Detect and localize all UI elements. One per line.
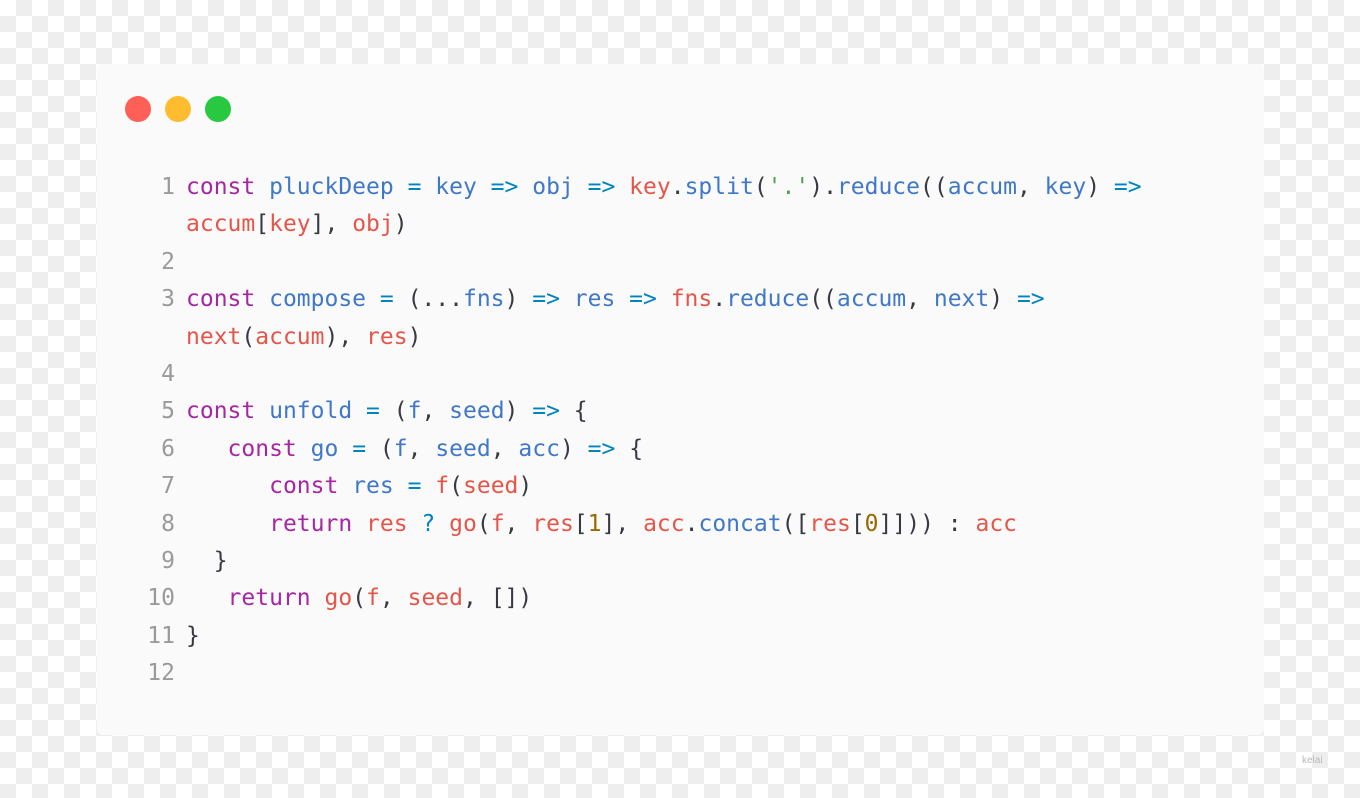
line-number: [127, 206, 175, 243]
code-block: 1 const pluckDeep = key => obj => key.sp…: [127, 169, 1237, 692]
code-line: 4: [127, 356, 1237, 393]
code-line: accum[key], obj): [127, 206, 1237, 243]
line-number: 9: [161, 547, 175, 574]
line-number: 11: [147, 622, 175, 649]
code-line: 7 const res = f(seed): [127, 468, 1237, 505]
code-line: next(accum), res): [127, 319, 1237, 356]
line-number: 8: [161, 510, 175, 537]
minimize-icon[interactable]: [165, 96, 191, 122]
line-number: 3: [161, 286, 175, 313]
code-line: 8 return res ? go(f, res[1], acc.concat(…: [127, 506, 1237, 543]
line-number: 7: [161, 473, 175, 500]
code-line: 6 const go = (f, seed, acc) => {: [127, 431, 1237, 468]
code-line: 10 return go(f, seed, []): [127, 580, 1237, 617]
line-number: 1: [161, 174, 175, 200]
line-number: 5: [161, 398, 175, 425]
code-line: 9 }: [127, 543, 1237, 580]
line-number: 10: [147, 585, 175, 612]
line-number: 12: [147, 660, 175, 687]
code-line: 2: [127, 244, 1237, 281]
watermark: kelai: [1302, 755, 1323, 766]
line-number: 2: [161, 248, 175, 275]
maximize-icon[interactable]: [205, 96, 231, 122]
line-number: 4: [161, 360, 175, 387]
code-line: 1 const pluckDeep = key => obj => key.sp…: [127, 169, 1237, 206]
code-window: 1 const pluckDeep = key => obj => key.sp…: [97, 64, 1264, 735]
close-icon[interactable]: [125, 96, 151, 122]
code-line: 5 const unfold = (f, seed) => {: [127, 393, 1237, 430]
code-line: 11 }: [127, 618, 1237, 655]
line-number: [127, 319, 175, 356]
code-line: 3 const compose = (...fns) => res => fns…: [127, 281, 1237, 318]
line-number: 6: [161, 435, 175, 462]
code-line: 12: [127, 655, 1237, 692]
